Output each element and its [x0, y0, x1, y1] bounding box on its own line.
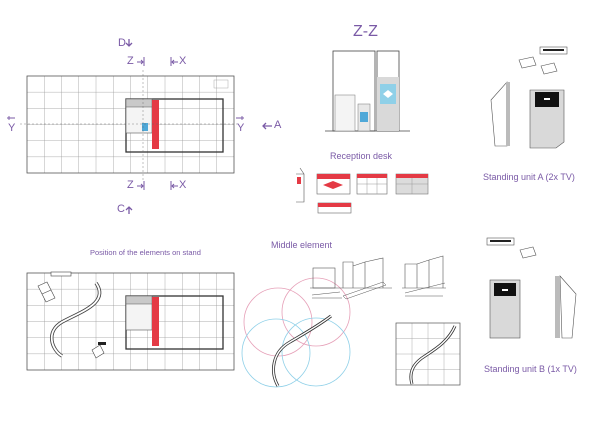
construction-circle — [241, 318, 311, 388]
reception-desk-label: Reception desk — [330, 151, 393, 161]
reception-desk-side-grid — [357, 178, 387, 194]
unit-marker-bottom-2 — [98, 342, 106, 345]
standing-unit-a-label: Standing unit A (2x TV) — [483, 172, 575, 182]
arrow-up-icon — [125, 206, 133, 214]
unit-marker-bottom — [91, 344, 105, 359]
section-display-panel — [334, 94, 356, 132]
construction-circle — [281, 277, 351, 347]
unit-marker-top — [50, 271, 72, 277]
marker-c-label: C — [117, 203, 125, 215]
middle-elevation-2 — [342, 257, 384, 288]
reception-desk-marker-top — [142, 123, 148, 131]
marker-d-label: D — [118, 37, 126, 49]
position-elements-label: Position of the elements on stand — [90, 248, 201, 257]
unit-marker-left — [37, 281, 56, 303]
middle-ramp-2 — [342, 281, 387, 300]
unit-a-top-plan-3 — [540, 62, 558, 75]
unit-b-side-pole — [555, 276, 560, 338]
section-title: Z-Z — [353, 23, 378, 40]
unit-b-top-plan-bar — [490, 240, 511, 242]
marker-y-right-label: Y — [237, 122, 245, 134]
unit-a-side-pole — [506, 82, 510, 146]
reception-desk-views — [296, 167, 429, 214]
reception-desk-front-logo — [323, 181, 343, 189]
middle-element-label: Middle element — [271, 240, 333, 250]
construction-circle — [243, 287, 313, 357]
reception-desk-red-side — [297, 177, 301, 184]
reception-desk-back-grid — [396, 178, 428, 194]
arrow-left-icon — [170, 181, 178, 190]
stand-header-bar-bottom — [125, 295, 153, 305]
floor-plan-top — [7, 39, 272, 214]
middle-grid-curve-inner — [410, 325, 456, 385]
unit-b-side — [559, 275, 577, 339]
construction-circle — [281, 317, 351, 387]
floor-outline-top — [26, 75, 235, 174]
red-wall-top — [152, 100, 159, 149]
marker-a-label: A — [274, 119, 282, 131]
reception-desk-front-red — [317, 174, 350, 179]
standing-unit-b-drawing — [486, 237, 577, 339]
marker-x-bottom-label: X — [179, 179, 187, 191]
reception-desk-back-red — [396, 174, 428, 178]
red-wall-bottom — [152, 297, 159, 346]
reception-desk-side-red — [357, 174, 387, 178]
plan-legend-box-top — [213, 79, 229, 89]
floor-outline-bottom — [26, 272, 235, 371]
unit-a-top-plan-bar — [543, 49, 564, 51]
reception-desk-bottom-red — [318, 203, 351, 207]
marker-y-left-label: Y — [8, 122, 16, 134]
floor-plan-bottom — [26, 271, 235, 371]
y-marker-right-icon — [236, 116, 244, 120]
arrow-right-icon — [137, 57, 145, 66]
s-curve-element-inner — [50, 282, 101, 357]
unit-b-top-plan-2 — [519, 246, 537, 259]
arrow-left-icon — [262, 122, 272, 130]
middle-element-drawing — [241, 255, 461, 388]
unit-b-tv-logo — [502, 289, 508, 291]
s-curve-element — [50, 281, 102, 358]
middle-grid-curve — [409, 325, 457, 385]
middle-elevation-right — [404, 255, 444, 288]
standing-unit-a-drawing — [490, 46, 568, 149]
middle-ramp-3 — [404, 282, 446, 297]
standing-unit-b-label: Standing unit B (1x TV) — [484, 364, 577, 374]
unit-a-top-plan-2 — [518, 56, 537, 69]
unit-a-side — [490, 81, 508, 147]
arrow-left-icon — [170, 57, 178, 66]
section-z-z-drawing — [325, 50, 410, 132]
marker-z-top-label: Z — [127, 55, 134, 67]
section-tower-icon — [383, 90, 393, 98]
reception-desk-plan — [296, 167, 305, 203]
middle-s-curve-inner — [272, 315, 332, 387]
y-marker-left-icon — [7, 116, 15, 120]
stand-header-bar-top — [125, 98, 153, 108]
middle-grid-outline — [395, 322, 461, 386]
unit-a-tv-logo — [544, 98, 550, 100]
section-counter-screen — [360, 112, 368, 122]
arrow-right-icon — [137, 181, 145, 190]
middle-ramp-1 — [311, 291, 342, 299]
marker-z-bottom-label: Z — [127, 179, 134, 191]
marker-x-top-label: X — [179, 55, 187, 67]
arrow-down-icon — [125, 39, 133, 47]
